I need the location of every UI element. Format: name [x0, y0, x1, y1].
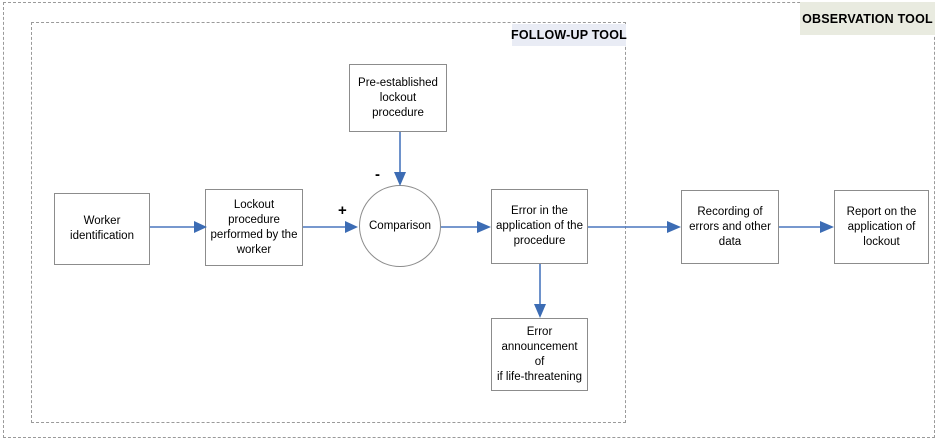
node-comparison[interactable]: Comparison — [359, 185, 441, 267]
observation-tool-label: OBSERVATION TOOL — [800, 2, 935, 35]
node-worker-identification[interactable]: Worker identification — [54, 193, 150, 265]
edge-recording-to-report — [779, 221, 834, 233]
edge-comparison-to-error — [441, 221, 491, 233]
plus-sign-label: + — [338, 202, 347, 219]
edge-error-to-announcement — [534, 264, 546, 318]
node-pre-established-lockout-procedure[interactable]: Pre-established lockout procedure — [349, 64, 447, 132]
edge-error-to-recording — [588, 221, 681, 233]
minus-sign-label: - — [375, 166, 380, 183]
node-error-announcement[interactable]: Error announcement of if life-threatenin… — [491, 318, 588, 391]
edge-preestablished-to-comparison — [394, 132, 406, 186]
node-lockout-procedure-performed[interactable]: Lockout procedure performed by the worke… — [205, 189, 303, 266]
node-recording-of-errors[interactable]: Recording of errors and other data — [681, 190, 779, 264]
follow-up-tool-label: FOLLOW-UP TOOL — [511, 24, 627, 46]
observation-tool-boundary — [3, 2, 935, 438]
edge-worker-to-lockout — [150, 221, 207, 233]
edge-lockout-to-comparison — [303, 221, 358, 233]
node-error-in-application[interactable]: Error in the application of the procedur… — [491, 189, 588, 264]
node-report-on-lockout[interactable]: Report on the application of lockout — [834, 190, 929, 264]
follow-up-tool-boundary — [31, 22, 626, 423]
